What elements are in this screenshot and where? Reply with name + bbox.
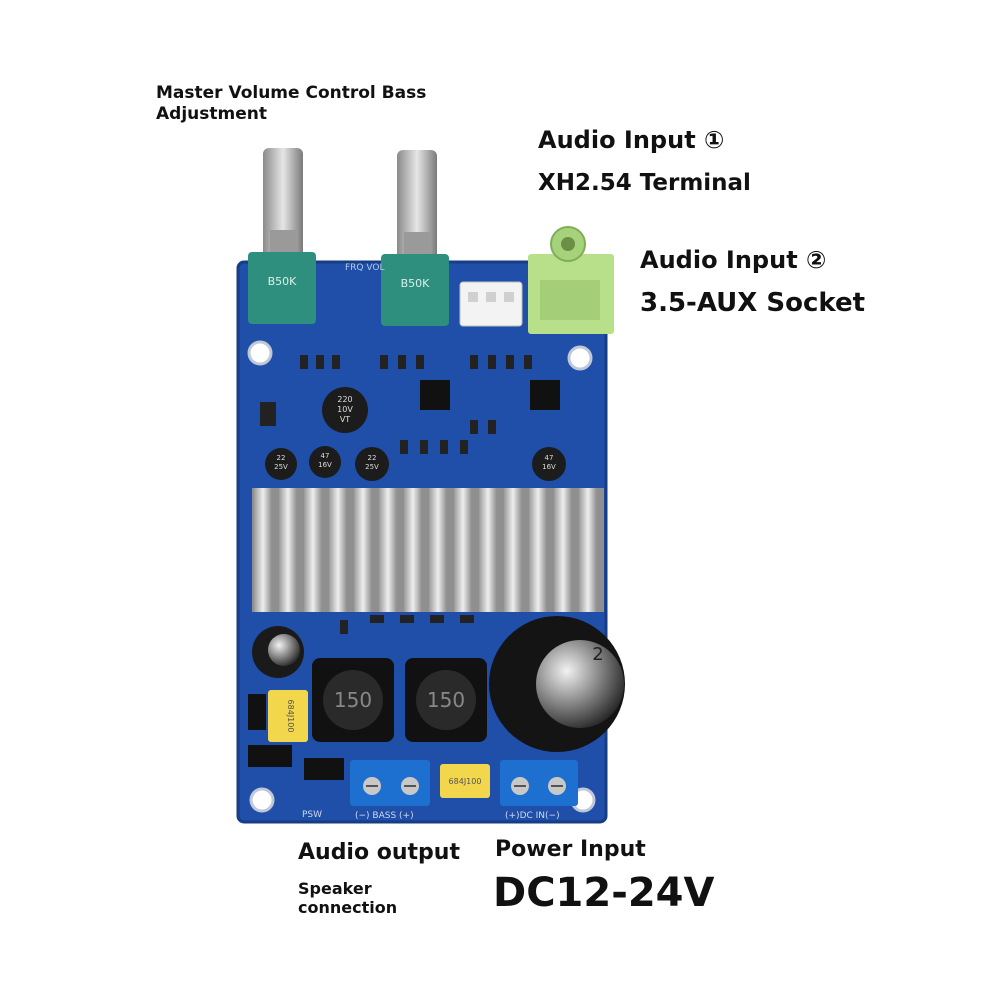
knobs-label-line2: Adjustment <box>156 104 267 124</box>
capacitor-47uf-a: 47 16V <box>309 446 341 478</box>
heatsink-fin <box>554 488 572 612</box>
svg-text:22: 22 <box>277 454 286 462</box>
heatsink-fin <box>304 488 322 612</box>
capacitor-small-bottom <box>252 626 304 678</box>
aux-socket <box>528 226 614 334</box>
heatsink-fin <box>329 488 347 612</box>
audio-input-2-subtitle: 3.5-AUX Socket <box>640 288 866 318</box>
knobs-label-line1: Master Volume Control Bass <box>156 83 427 103</box>
heatsink-fin <box>454 488 472 612</box>
svg-text:16V: 16V <box>542 463 556 471</box>
filter-capacitor: 2 <box>489 616 625 752</box>
film-capacitor-left: 684J100 <box>268 690 308 742</box>
svg-text:(−) BASS (+): (−) BASS (+) <box>355 811 414 821</box>
volume-potentiometer: B50K <box>248 148 316 324</box>
bass-potentiometer: B50K <box>381 150 449 326</box>
svg-text:47: 47 <box>321 452 330 460</box>
svg-text:10V: 10V <box>337 405 353 414</box>
svg-text:2: 2 <box>592 644 603 665</box>
svg-text:FRQ VOL: FRQ VOL <box>345 263 384 273</box>
audio-input-1-title: Audio Input ① <box>538 126 725 154</box>
svg-text:25V: 25V <box>365 463 379 471</box>
svg-text:150: 150 <box>334 688 372 712</box>
film-capacitor-bottom: 684J100 <box>440 764 490 798</box>
speaker-terminal <box>350 760 430 806</box>
heatsink-fin <box>254 488 272 612</box>
audio-input-2-title: Audio Input ② <box>640 246 827 274</box>
power-input-voltage: DC12-24V <box>493 870 715 916</box>
heatsink-fin <box>579 488 597 612</box>
power-input-title: Power Input <box>495 837 646 862</box>
capacitor-22uf-a: 22 25V <box>265 448 297 480</box>
smd-components <box>248 355 560 780</box>
speaker-connection-line2: connection <box>298 898 398 917</box>
svg-text:47: 47 <box>545 454 554 462</box>
svg-text:684J100: 684J100 <box>449 777 482 786</box>
power-terminal <box>500 760 578 806</box>
heatsink-fin <box>479 488 497 612</box>
svg-text:B50K: B50K <box>268 275 298 288</box>
heatsink-fin <box>379 488 397 612</box>
svg-text:220: 220 <box>337 395 352 404</box>
capacitor-47uf-b: 47 16V <box>532 447 566 481</box>
svg-text:16V: 16V <box>318 461 332 469</box>
svg-text:684J100: 684J100 <box>286 700 295 733</box>
heatsink-fin <box>354 488 372 612</box>
heatsink-fin <box>279 488 297 612</box>
svg-text:150: 150 <box>427 688 465 712</box>
svg-text:VT: VT <box>340 415 350 424</box>
audio-input-1-subtitle: XH2.54 Terminal <box>538 170 751 196</box>
svg-text:25V: 25V <box>274 463 288 471</box>
heatsink-fin <box>429 488 447 612</box>
svg-text:B50K: B50K <box>401 277 431 290</box>
heatsink-fin <box>504 488 522 612</box>
inductor-left: 150 <box>312 658 394 742</box>
svg-text:22: 22 <box>368 454 377 462</box>
capacitor-220uf: 220 10V VT <box>322 387 368 433</box>
svg-text:PSW: PSW <box>302 810 322 820</box>
capacitor-22uf-b: 22 25V <box>355 447 389 481</box>
heatsink <box>252 488 604 612</box>
speaker-connection-line1: Speaker <box>298 879 372 898</box>
xh254-connector <box>459 281 523 327</box>
audio-output-title: Audio output <box>298 840 460 865</box>
inductor-right: 150 <box>405 658 487 742</box>
svg-text:(+)DC IN(−): (+)DC IN(−) <box>505 811 560 821</box>
heatsink-fin <box>404 488 422 612</box>
heatsink-fin <box>529 488 547 612</box>
